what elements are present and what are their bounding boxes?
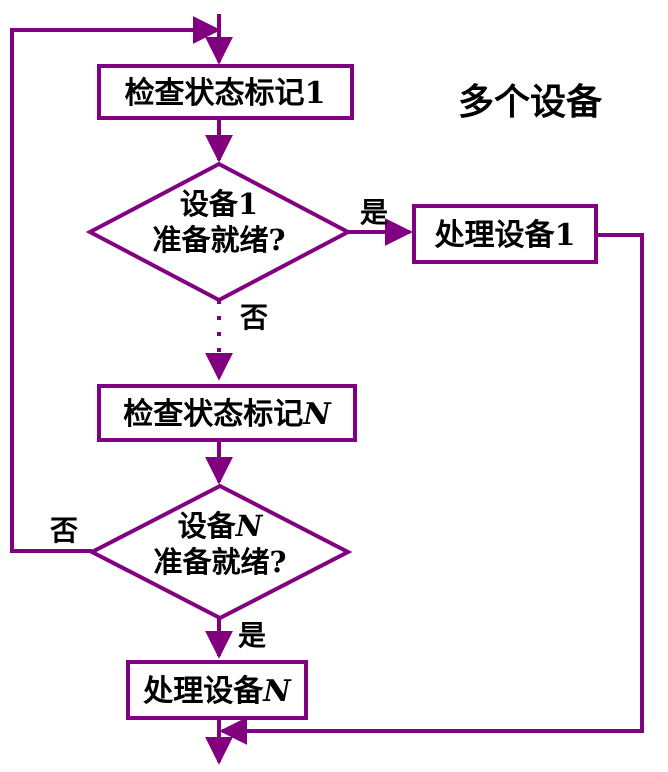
checkN-box	[97, 384, 357, 442]
svg-text:检查状态标记N: 检查状态标记N	[123, 397, 332, 432]
svg-text:设备N: 设备N	[178, 509, 264, 543]
svg-text:检查状态标记1: 检查状态标记1	[125, 76, 326, 111]
process1-suffix: 1	[555, 218, 576, 253]
processN-box	[126, 660, 308, 720]
decision1-line1-prefix: 设备	[180, 187, 239, 221]
processN-prefix: 处理设备	[142, 674, 264, 709]
diagram-title: 多个设备	[458, 82, 603, 123]
edge-label-no1: 否	[240, 301, 268, 334]
decisionN-diamond	[87, 483, 353, 621]
checkN-suffix: N	[302, 397, 332, 432]
check1-box	[97, 64, 354, 120]
decisionN-line2: 准备就绪?	[154, 545, 287, 579]
decision1-diamond	[85, 161, 353, 303]
process1-prefix: 处理设备	[434, 218, 556, 253]
svg-text:处理设备1: 处理设备1	[434, 218, 576, 253]
check1-text: 检查状态标记	[125, 76, 305, 111]
edge-noN-loop	[10, 16, 221, 553]
process1-box	[412, 204, 598, 264]
edge-process1-merge	[219, 233, 644, 745]
svg-text:设备1: 设备1	[180, 187, 258, 221]
edge-label-noN: 否	[50, 514, 78, 547]
edge-label-yesN: 是	[238, 619, 266, 652]
decision1-line1-suffix: 1	[238, 187, 258, 221]
decisionN-line1-suffix: N	[235, 509, 264, 543]
decisionN-line1-prefix: 设备	[178, 509, 237, 543]
svg-text:处理设备N: 处理设备N	[142, 674, 292, 709]
check1-suffix: 1	[305, 76, 326, 111]
checkN-text: 检查状态标记	[123, 397, 303, 432]
edge-label-yes1: 是	[360, 196, 388, 229]
decision1-line2: 准备就绪?	[153, 223, 286, 257]
processN-suffix: N	[262, 674, 292, 709]
